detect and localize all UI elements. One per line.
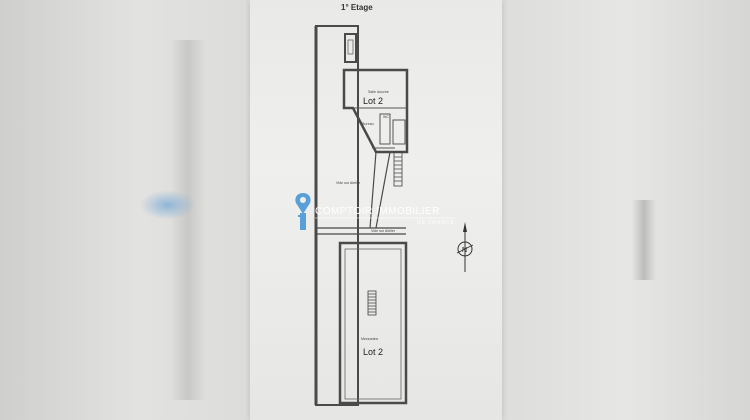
- watermark-subtitle: DE FRANCE: [417, 220, 455, 226]
- room-label-wc: WC: [383, 115, 389, 119]
- watermark: COMPTOIR IMMOBILIER DE FRANCE: [295, 193, 455, 230]
- room-label-bureau: Bureau: [362, 122, 374, 126]
- room-label-vide-atelier-2: Vide sur Atelier: [371, 229, 396, 233]
- blurred-background-right: [502, 0, 750, 420]
- lot-label-lower: Lot 2: [363, 347, 383, 357]
- outer-walls: [314, 25, 359, 406]
- plan-title: 1° Etage: [341, 3, 373, 12]
- staircase: [393, 151, 403, 187]
- shaft-inner: [347, 39, 354, 55]
- mezzanine-stairs: [367, 290, 377, 316]
- compass-north-letter: N: [462, 247, 467, 254]
- blurred-background-left: [0, 0, 250, 420]
- compass-icon: N: [456, 222, 474, 272]
- blurred-shape: [170, 40, 206, 400]
- room-label-salle-douche: Salle douche: [368, 90, 389, 94]
- mezzanine-walls: [338, 241, 408, 405]
- room-label-vide-atelier-1: Vide sur Atelier: [336, 181, 361, 185]
- void-walls: [316, 151, 406, 235]
- lot-label-upper: Lot 2: [363, 96, 383, 106]
- blurred-logo-smudge: [140, 190, 196, 220]
- location-pin-icon: [295, 193, 311, 214]
- upper-lot-inner: [353, 107, 407, 149]
- watermark-brand: COMPTOIR IMMOBILIER: [315, 206, 440, 217]
- blurred-shape: [632, 200, 656, 280]
- top-shaft: [344, 33, 357, 63]
- upper-lot-walls: [342, 68, 409, 154]
- room-label-mezzanine: Mezzanine: [361, 337, 378, 341]
- mezzanine-inner: [344, 248, 402, 400]
